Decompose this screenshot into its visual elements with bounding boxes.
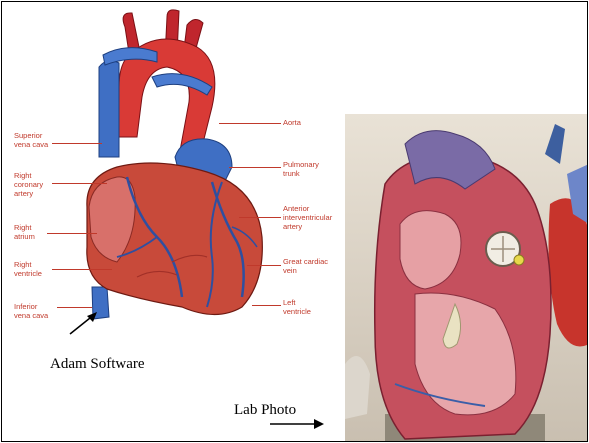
label-right-ventricle: Right ventricle [14, 260, 42, 278]
arrow-to-diagram-icon [67, 308, 107, 338]
leader-line [252, 305, 281, 306]
label-left-ventricle: Left ventricle [283, 298, 311, 316]
leader-line [52, 183, 107, 184]
label-right-atrium: Right atrium [14, 223, 35, 241]
leader-line [229, 167, 281, 168]
leader-line [239, 217, 281, 218]
label-pulmonary-trunk: Pulmonary trunk [283, 160, 319, 178]
arrow-to-photo-icon [268, 417, 328, 431]
leader-line [247, 265, 281, 266]
leader-line [52, 269, 112, 270]
label-inferior-vena-cava: Inferior vena cava [14, 302, 48, 320]
label-anterior-interventricular-artery: Anterior interventricular artery [283, 204, 332, 231]
leader-line [52, 143, 102, 144]
leader-line [47, 233, 97, 234]
caption-adam-software: Adam Software [50, 356, 145, 373]
label-superior-vena-cava: Superior vena cava [14, 131, 48, 149]
heart-diagram: Superior vena cava Right coronary artery… [7, 7, 347, 327]
label-aorta: Aorta [283, 118, 301, 127]
heart-model-photo [345, 114, 588, 442]
label-great-cardiac-vein: Great cardiac vein [283, 257, 328, 275]
leader-line [219, 123, 281, 124]
lab-photo [345, 114, 588, 442]
label-right-coronary-artery: Right coronary artery [14, 171, 43, 198]
